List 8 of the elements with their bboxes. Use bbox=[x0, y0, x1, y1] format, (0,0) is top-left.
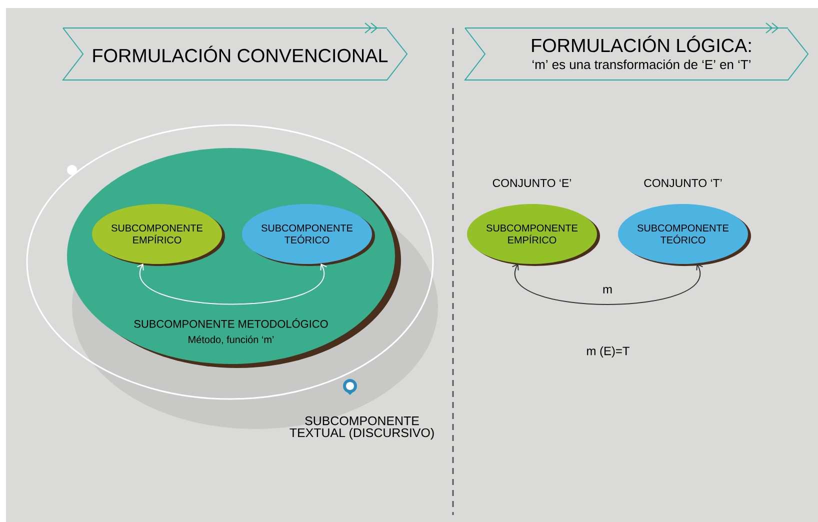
banner: FORMULACIÓN LÓGICA: ‘m’ es una transformación de ‘E’ en ‘T’ bbox=[464, 22, 809, 80]
arrow bbox=[136, 264, 328, 305]
banner: FORMULACIÓN CONVENCIONAL bbox=[62, 22, 408, 80]
arrow bbox=[512, 264, 704, 305]
node-label: CONJUNTO ‘T’ bbox=[644, 178, 722, 188]
formula-text: m (E)=T bbox=[587, 346, 630, 358]
edge-label: m bbox=[603, 286, 612, 294]
node-label: CONJUNTO ‘E’ bbox=[492, 178, 571, 188]
